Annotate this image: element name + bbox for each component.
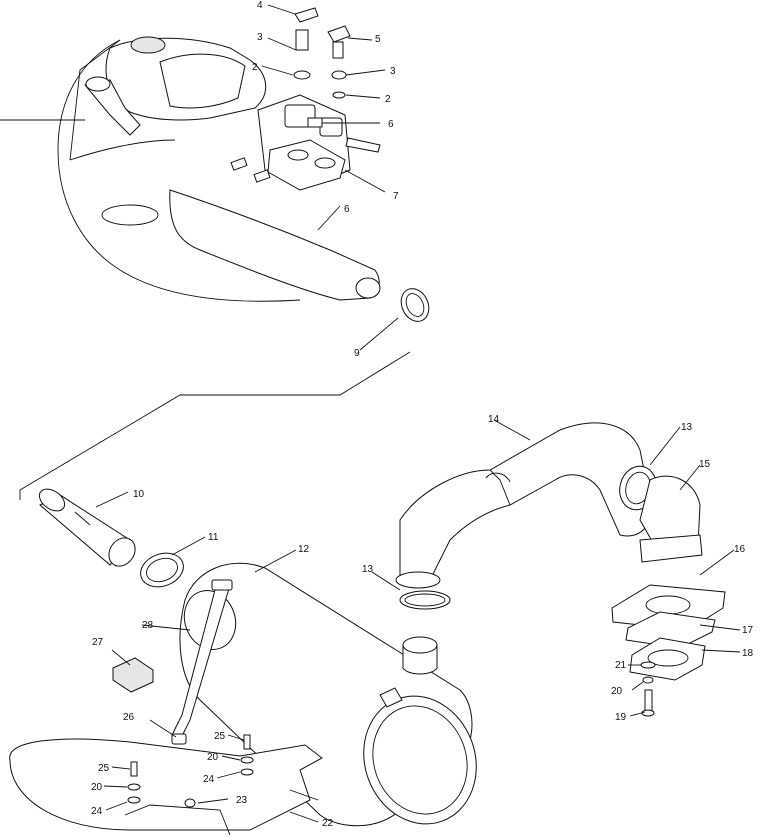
spacer-17 [625, 611, 716, 649]
callout-22: 22 [322, 818, 334, 829]
inlet-pipe-10 [38, 488, 136, 567]
rubber-pad-27 [112, 657, 154, 693]
plate-fasteners [127, 734, 254, 808]
callout-20-upper: 20 [207, 752, 219, 763]
callout-4: 4 [257, 0, 263, 11]
callout-3-left: 3 [257, 32, 263, 43]
clamp-13 [399, 590, 451, 610]
callout-18: 18 [742, 648, 754, 659]
callout-10: 10 [133, 489, 145, 500]
strap-28 [171, 579, 233, 745]
callout-7: 7 [393, 191, 399, 202]
gasket-18 [629, 637, 706, 681]
callout-13-lower: 13 [362, 564, 374, 575]
callout-6-upper: 6 [388, 119, 394, 130]
leader-lines [0, 4, 741, 823]
callout-13-upper: 13 [681, 422, 693, 433]
callout-14: 14 [488, 414, 500, 425]
callout-20-right: 20 [611, 686, 623, 697]
flange-fasteners [640, 661, 656, 717]
callout-3-right: 3 [390, 66, 396, 77]
callout-9: 9 [354, 348, 360, 359]
callout-25-upper: 25 [214, 731, 226, 742]
callout-23: 23 [236, 795, 248, 806]
callout-2-left: 2 [252, 62, 258, 73]
elbow-15 [639, 475, 703, 563]
callout-24-lower: 24 [91, 806, 103, 817]
callout-5: 5 [375, 34, 381, 45]
callout-6-lower: 6 [344, 204, 350, 215]
callout-16: 16 [734, 544, 746, 555]
flange-ring-9 [400, 288, 430, 322]
callout-17: 17 [742, 625, 754, 636]
callout-12: 12 [298, 544, 310, 555]
callout-2-right: 2 [385, 94, 391, 105]
routing-line [19, 351, 411, 500]
callout-20-lower: 20 [91, 782, 103, 793]
mounting-plate-22 [9, 738, 323, 836]
callout-28: 28 [142, 620, 154, 631]
callout-24-upper: 24 [203, 774, 215, 785]
callout-11: 11 [208, 532, 219, 543]
callout-26: 26 [123, 712, 135, 723]
engine-cylinder-assembly [57, 36, 381, 302]
callout-19: 19 [615, 712, 627, 723]
clamp-11 [140, 552, 184, 588]
callout-labels: 4 5 3 3 2 2 6 7 6 9 10 11 12 14 13 15 16… [91, 0, 754, 829]
muffler-12 [179, 562, 477, 827]
callout-21: 21 [615, 660, 627, 671]
callout-27: 27 [92, 637, 104, 648]
manifold-fasteners [293, 7, 381, 153]
callout-25-lower: 25 [98, 763, 110, 774]
callout-15: 15 [699, 459, 711, 470]
exhaust-pipe-14 [395, 422, 652, 589]
